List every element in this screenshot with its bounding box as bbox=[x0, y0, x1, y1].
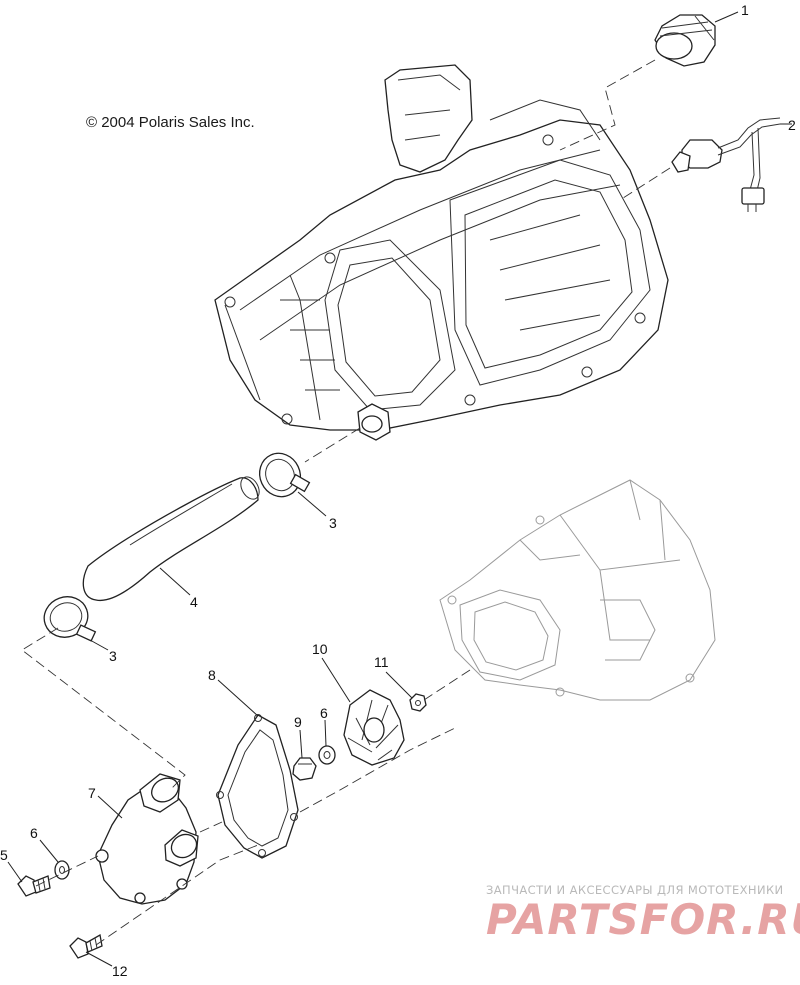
part-gasket bbox=[216, 714, 299, 859]
part-bolt-12 bbox=[69, 933, 103, 959]
part-washer-left bbox=[54, 860, 70, 880]
leader-lines bbox=[7, 11, 792, 967]
copyright-notice: © 2004 Polaris Sales Inc. bbox=[86, 114, 255, 131]
assembly-lines bbox=[21, 59, 671, 946]
part-temp-sensor bbox=[671, 117, 781, 212]
part-nut bbox=[292, 757, 317, 781]
watermark-logo: PARTSFOR.RU bbox=[486, 895, 800, 944]
crankcase bbox=[439, 479, 716, 701]
callout-9: 9 bbox=[294, 714, 302, 730]
callout-11: 11 bbox=[374, 654, 389, 670]
part-washer-right bbox=[318, 745, 336, 765]
callout-5: 5 bbox=[0, 847, 8, 863]
part-thermostat-cap bbox=[654, 14, 716, 67]
watermark-tagline: ЗАПЧАСТИ И АКСЕССУАРЫ ДЛЯ МОТОТЕХНИКИ bbox=[486, 883, 784, 897]
callout-6-left: 6 bbox=[30, 825, 38, 841]
callout-12: 12 bbox=[112, 963, 128, 979]
callout-1: 1 bbox=[741, 2, 749, 18]
cylinder-head bbox=[214, 64, 669, 441]
callout-7: 7 bbox=[88, 785, 96, 801]
part-coolant-hose bbox=[82, 476, 260, 602]
callout-6-right: 6 bbox=[320, 705, 328, 721]
callout-3-upper: 3 bbox=[329, 515, 337, 531]
part-bolt-5 bbox=[17, 875, 51, 897]
callout-8: 8 bbox=[208, 667, 216, 683]
part-clamp-upper bbox=[258, 452, 311, 498]
callout-3-lower: 3 bbox=[109, 648, 117, 664]
callout-4: 4 bbox=[190, 594, 198, 610]
part-small-nut bbox=[409, 693, 427, 712]
callout-10: 10 bbox=[312, 641, 328, 657]
part-impeller bbox=[343, 689, 405, 766]
part-pump-cover bbox=[95, 773, 199, 905]
callout-2: 2 bbox=[788, 117, 796, 133]
part-clamp-lower bbox=[43, 596, 97, 642]
